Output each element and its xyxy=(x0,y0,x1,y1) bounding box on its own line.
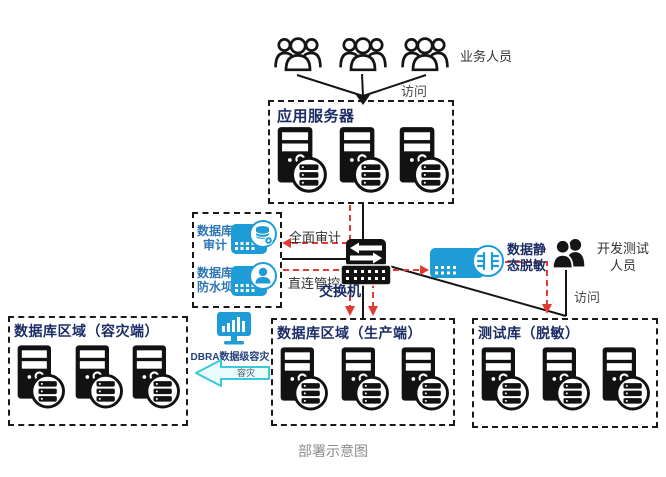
dr-db-box xyxy=(8,316,188,426)
access-label-right: 访问 xyxy=(574,290,601,305)
business-users-label: 业务人员 xyxy=(460,49,513,64)
business-users-icon xyxy=(401,33,449,73)
server-icon xyxy=(541,342,591,416)
red-arrowheads xyxy=(282,238,552,316)
dr-arrow-label: 容灾 xyxy=(236,368,255,378)
dev-users-icon xyxy=(551,236,587,270)
dev-users-label: 开发测试人员 xyxy=(596,241,649,273)
server-icon xyxy=(480,342,530,416)
server-icon xyxy=(601,342,651,416)
switch-icon xyxy=(340,239,392,286)
dbra-monitor-icon xyxy=(217,312,251,345)
server-icon xyxy=(131,340,181,414)
switch-label: 交换机 xyxy=(319,283,361,299)
solid-links xyxy=(282,73,567,318)
prod-db-title: 数据库区域（生产端） xyxy=(277,325,422,341)
server-icon xyxy=(74,340,124,414)
server-icon xyxy=(340,342,390,416)
business-users-icon xyxy=(274,33,322,73)
test-db-box xyxy=(472,318,658,428)
db-waterdam-icon xyxy=(231,262,277,296)
test-db-title: 测试库（脱敏） xyxy=(478,325,580,341)
server-icon xyxy=(398,122,450,198)
server-icon xyxy=(276,122,328,198)
dbra-label: DBRA数据级容灾 xyxy=(190,352,270,363)
data-masking-icon xyxy=(430,245,504,278)
server-icon xyxy=(16,340,66,414)
data-masking-label: 数据静态脱敏 xyxy=(507,242,547,274)
dr-replication-arrow xyxy=(195,359,270,387)
db-audit-label: 数据库审计 xyxy=(196,224,233,253)
db-waterdam-label: 数据库防水坝 xyxy=(196,266,233,295)
full-audit-label: 全面审计 xyxy=(289,230,342,245)
app-server-title: 应用服务器 xyxy=(277,108,355,125)
access-label-top: 访问 xyxy=(401,84,428,99)
server-icon xyxy=(400,342,450,416)
db-audit-icon xyxy=(231,220,277,254)
server-icon xyxy=(279,342,329,416)
server-icon xyxy=(338,122,390,198)
prod-db-box xyxy=(271,318,455,426)
business-users-icon xyxy=(339,33,387,73)
dr-db-title: 数据库区域（容灾端） xyxy=(14,323,159,339)
security-tools-box xyxy=(192,212,282,308)
diagram-caption: 部署示意图 xyxy=(298,443,368,459)
direct-control-label: 直连管控 xyxy=(288,276,341,291)
app-server-box xyxy=(268,100,454,204)
